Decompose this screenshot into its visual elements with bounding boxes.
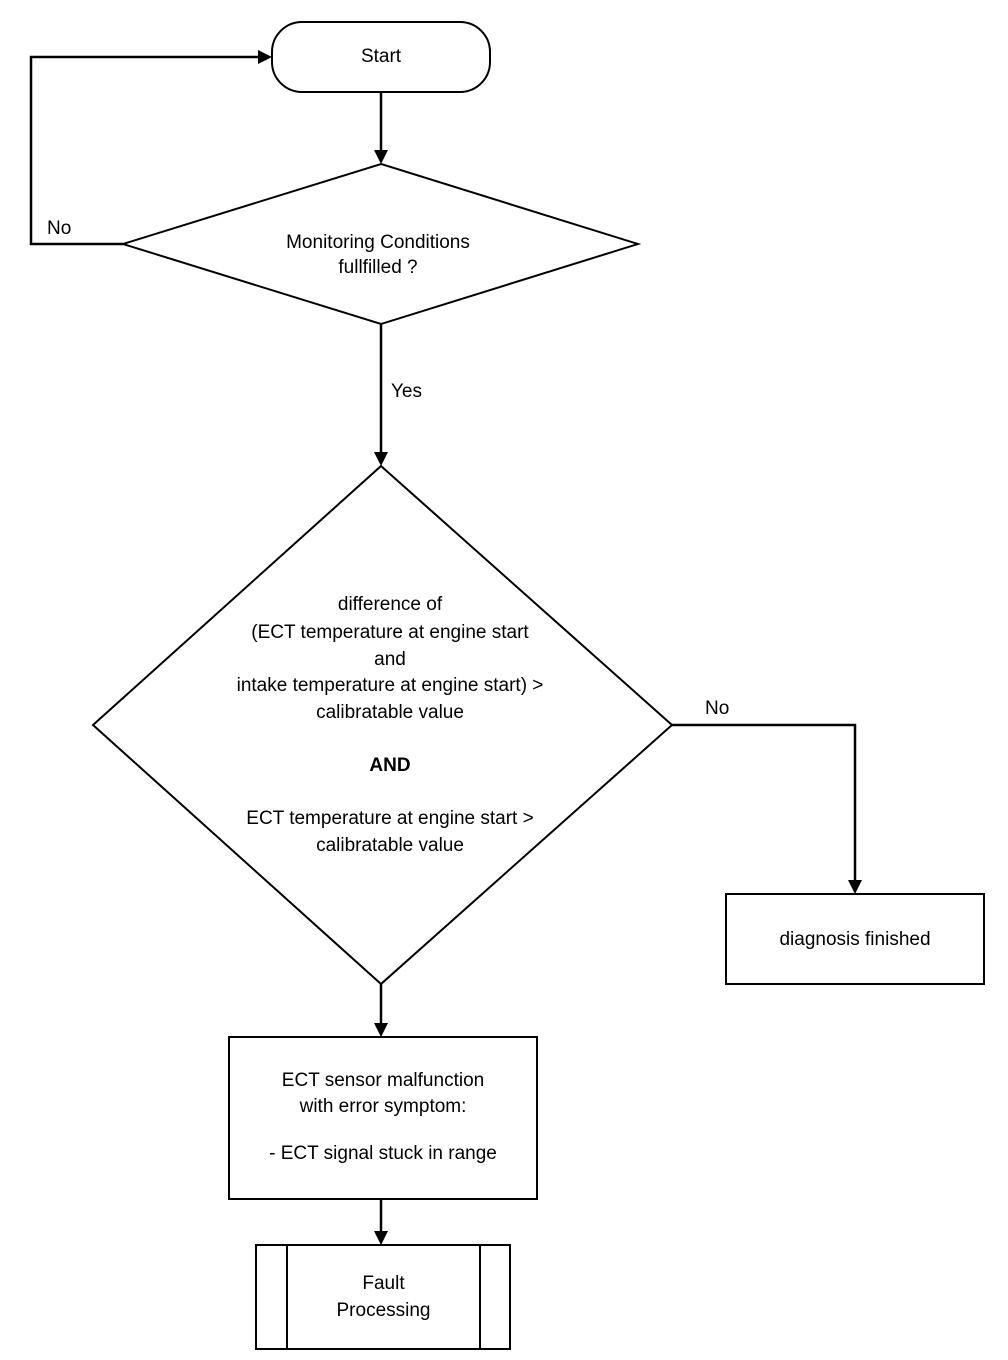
malfunction-box [228,1036,538,1200]
diagnosis-finished-box [725,893,985,985]
edge-decision-no [672,723,857,884]
arrowhead-decision-no [848,880,862,894]
decision-label-line2: (ECT temperature at engine start [251,622,529,643]
malfunction-label-line2: with error symptom: [299,1096,467,1117]
decision-label-and: AND [369,755,411,776]
fault-label-line2: Processing [336,1300,431,1321]
arrowhead-monitoring-no [258,50,272,64]
decision-no-label: No [705,698,730,719]
monitoring-no-label: No [47,218,72,239]
malfunction-label-line1: ECT sensor malfunction [281,1070,485,1091]
decision-label-line3: and [374,649,406,670]
arrowhead-start-to-monitoring [374,150,388,164]
arrowhead-malfunction-to-fault [374,1231,388,1245]
decision-label-line4: intake temperature at engine start) > [236,675,544,696]
fault-label-line1: Fault [362,1273,405,1294]
diagnosis-finished-label: diagnosis finished [779,929,931,950]
decision-label-line1: difference of [337,594,443,615]
edge-monitoring-no-loop [29,55,262,246]
arrowhead-monitoring-yes [374,452,388,466]
decision-label-line8: calibratable value [316,835,464,856]
start-label: Start [360,46,402,67]
monitoring-yes-label: Yes [391,381,422,402]
decision-label-line5: calibratable value [316,702,464,723]
malfunction-label-line3: - ECT signal stuck in range [269,1143,497,1164]
monitoring-label-line1: Monitoring Conditions [286,232,470,253]
arrowhead-decision-to-malfunction [374,1023,388,1037]
decision-label-line7: ECT temperature at engine start > [246,808,534,829]
monitoring-label-line2: fullfilled ? [338,257,418,278]
fault-processing-box [255,1244,511,1350]
